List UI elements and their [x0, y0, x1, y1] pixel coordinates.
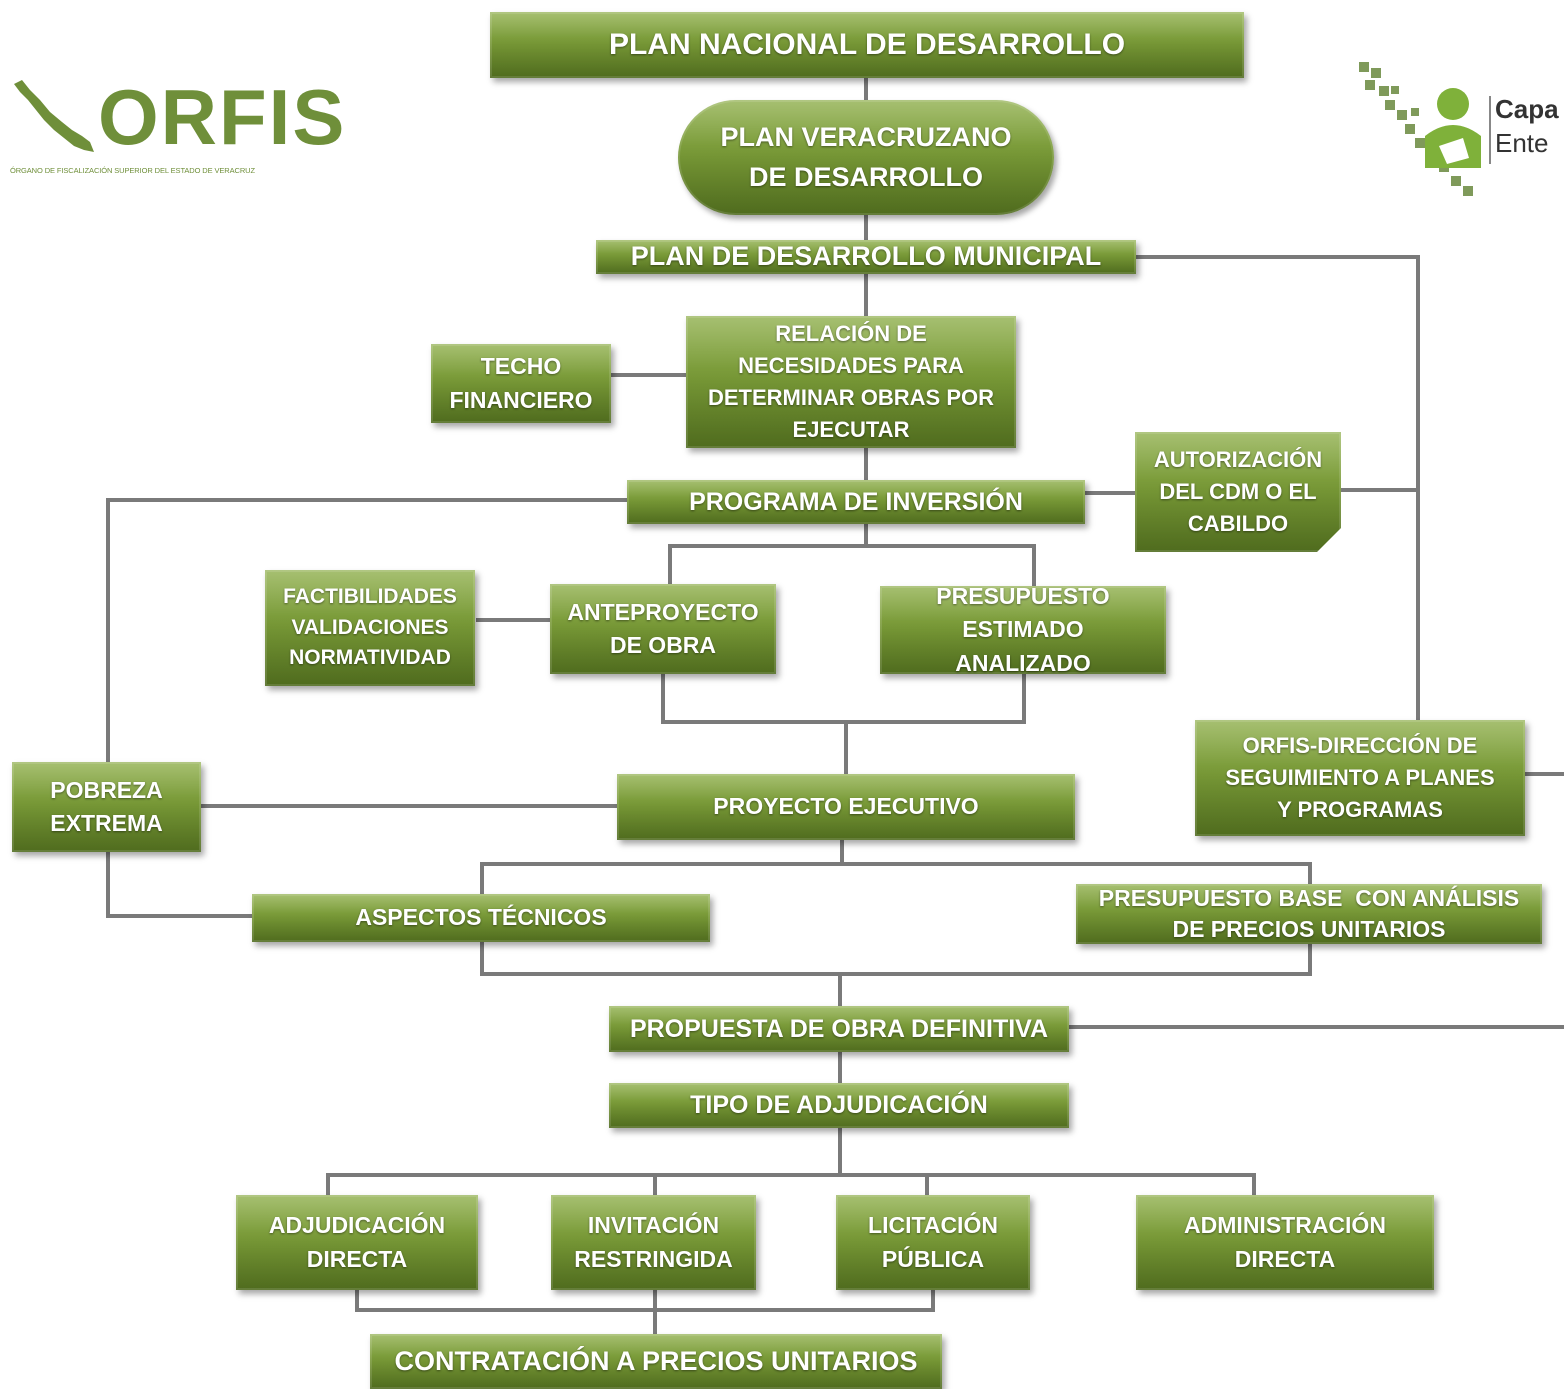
orfis-direccion-line1: ORFIS-DIRECCIÓN DE: [1242, 733, 1478, 759]
invitacion-line1: INVITACIÓN: [587, 1212, 720, 1239]
plan-veracruzano-line2: DE DESARROLLO: [748, 161, 983, 192]
presupuesto-estimado-line3: ANALIZADO: [955, 649, 1091, 676]
plan-nacional-label: PLAN NACIONAL DE DESARROLLO: [608, 28, 1126, 62]
administracion-line2: DIRECTA: [1234, 1245, 1336, 1272]
orfis-direccion-line2: SEGUIMIENTO A PLANES: [1225, 765, 1495, 791]
presupuesto-estimado-box: PRESUPUESTO ESTIMADO ANALIZADO: [880, 583, 1166, 676]
presupuesto-estimado-line2: ESTIMADO: [962, 616, 1084, 643]
administracion-directa-box: ADMINISTRACIÓN DIRECTA: [1136, 1195, 1434, 1290]
pobreza-line2: EXTREMA: [50, 810, 163, 836]
aspectos-label: ASPECTOS TÉCNICOS: [355, 904, 607, 931]
anteproyecto-line1: ANTEPROYECTO: [567, 598, 759, 625]
relacion-line4: EJECUTAR: [792, 416, 910, 442]
autorizacion-box: AUTORIZACIÓN DEL CDM O EL CABILDO: [1135, 432, 1341, 552]
factibilidades-line1: FACTIBILIDADES: [283, 585, 457, 609]
autorizacion-line3: CABILDO: [1187, 510, 1289, 536]
capacitacion-logo-icon: [1359, 62, 1481, 196]
relacion-line3: DETERMINAR OBRAS POR: [707, 385, 994, 410]
anteproyecto-box: ANTEPROYECTO DE OBRA: [550, 584, 776, 674]
factibilidades-box: FACTIBILIDADES VALIDACIONES NORMATIVIDAD: [265, 570, 475, 686]
plan-veracruzano-line1: PLAN VERACRUZANO: [720, 122, 1012, 153]
orfis-logo: ORFIS ÓRGANO DE FISCALIZACIÓN SUPERIOR D…: [10, 73, 344, 188]
adjudicacion-directa-box: ADJUDICACIÓN DIRECTA: [236, 1195, 478, 1290]
pobreza-extrema-box: POBREZA EXTREMA: [12, 762, 201, 852]
relacion-line2: NECESIDADES PARA: [738, 353, 964, 379]
presupuesto-base-box: PRESUPUESTO BASE CON ANÁLISIS DE PRECIOS…: [1076, 884, 1542, 944]
autorizacion-line1: AUTORIZACIÓN: [1153, 447, 1323, 473]
administracion-line1: ADMINISTRACIÓN: [1184, 1212, 1386, 1239]
propuesta-label: PROPUESTA DE OBRA DEFINITIVA: [629, 1014, 1049, 1043]
proyecto-ejecutivo-box: PROYECTO EJECUTIVO: [617, 774, 1075, 840]
orfis-wordmark: ORFIS: [98, 73, 347, 161]
licitacion-publica-box: LICITACIÓN PÚBLICA: [836, 1195, 1030, 1290]
techo-line1: TECHO: [480, 353, 562, 380]
adjudicacion-line1: ADJUDICACIÓN: [268, 1212, 446, 1239]
capacitacion-logo: Capa Ente: [1355, 58, 1564, 203]
autorizacion-line2: DEL CDM O EL: [1159, 479, 1317, 505]
plan-municipal-label: PLAN DE DESARROLLO MUNICIPAL: [630, 241, 1102, 272]
invitacion-line2: RESTRINGIDA: [574, 1245, 733, 1272]
presupuesto-base-line1: PRESUPUESTO BASE CON ANÁLISIS: [1098, 884, 1520, 911]
pobreza-line1: POBREZA: [50, 776, 163, 803]
veracruz-map-icon: [14, 80, 94, 152]
plan-nacional-box: PLAN NACIONAL DE DESARROLLO: [490, 12, 1244, 78]
plan-municipal-box: PLAN DE DESARROLLO MUNICIPAL: [596, 240, 1136, 274]
presupuesto-estimado-line1: PRESUPUESTO: [936, 582, 1110, 609]
logo-text-line1: Capa: [1495, 94, 1559, 124]
factibilidades-line2: VALIDACIONES: [291, 615, 449, 639]
licitacion-line1: LICITACIÓN: [868, 1212, 998, 1239]
proyecto-label: PROYECTO EJECUTIVO: [713, 793, 979, 820]
contratacion-label: CONTRATACIÓN A PRECIOS UNITARIOS: [394, 1345, 918, 1376]
logo-divider: [1489, 96, 1491, 164]
invitacion-restringida-box: INVITACIÓN RESTRINGIDA: [551, 1195, 756, 1290]
techo-financiero-box: TECHO FINANCIERO: [431, 344, 611, 423]
orfis-direccion-line3: Y PROGRAMAS: [1277, 796, 1443, 822]
programa-label: PROGRAMA DE INVERSIÓN: [689, 487, 1023, 516]
aspectos-tecnicos-box: ASPECTOS TÉCNICOS: [252, 894, 710, 942]
propuesta-obra-box: PROPUESTA DE OBRA DEFINITIVA: [609, 1006, 1069, 1052]
anteproyecto-line2: DE OBRA: [609, 632, 717, 658]
contratacion-box: CONTRATACIÓN A PRECIOS UNITARIOS: [370, 1334, 942, 1389]
logo-text-line2: Ente: [1495, 128, 1549, 158]
techo-line2: FINANCIERO: [449, 386, 593, 413]
programa-inversion-box: PROGRAMA DE INVERSIÓN: [627, 480, 1085, 524]
factibilidades-line3: NORMATIVIDAD: [289, 646, 451, 670]
presupuesto-base-line2: DE PRECIOS UNITARIOS: [1172, 916, 1446, 942]
licitacion-line2: PÚBLICA: [881, 1245, 985, 1272]
orfis-direccion-box: ORFIS-DIRECCIÓN DE SEGUIMIENTO A PLANES …: [1195, 720, 1525, 836]
plan-veracruzano-box: PLAN VERACRUZANO DE DESARROLLO: [678, 100, 1054, 215]
relacion-necesidades-box: RELACIÓN DE NECESIDADES PARA DETERMINAR …: [686, 316, 1016, 448]
relacion-line1: RELACIÓN DE: [775, 321, 927, 347]
tipo-label: TIPO DE ADJUDICACIÓN: [690, 1091, 988, 1120]
orfis-subtitle: ÓRGANO DE FISCALIZACIÓN SUPERIOR DEL EST…: [10, 166, 255, 175]
tipo-adjudicacion-box: TIPO DE ADJUDICACIÓN: [609, 1083, 1069, 1128]
adjudicacion-line2: DIRECTA: [306, 1245, 408, 1272]
